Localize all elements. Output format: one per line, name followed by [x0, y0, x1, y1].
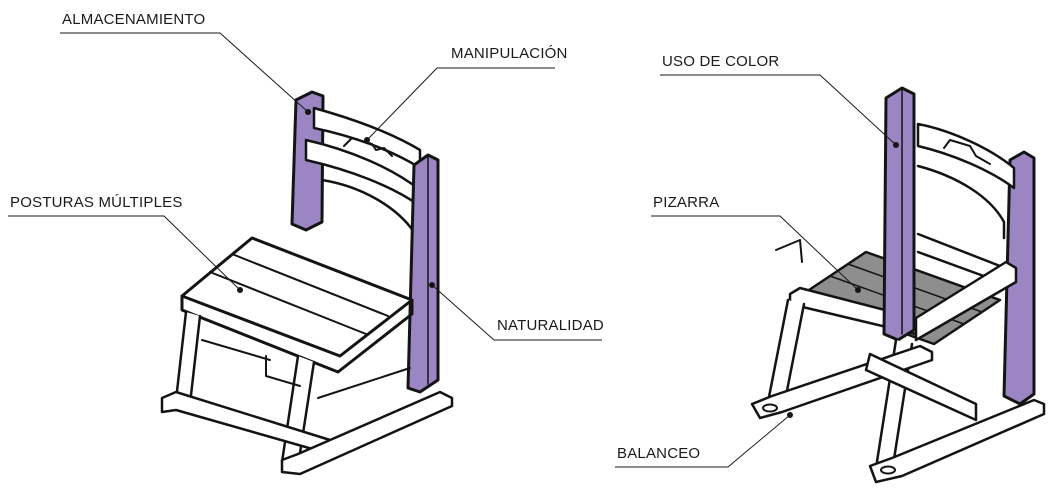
left-chair-front-left-leg [174, 310, 202, 406]
right-chair-back-arch [916, 164, 1006, 240]
right-chair-cross-stretcher [864, 352, 978, 422]
leader-manipulacion [366, 67, 555, 141]
left-chair-seat-plank-2 [231, 253, 389, 317]
right-chair-seat-frame-right [914, 260, 1018, 342]
left-chair-stretcher-b [317, 367, 411, 399]
left-chair-back-arch [320, 178, 416, 234]
left-chair-seat [180, 236, 414, 358]
callout-almacenamiento: ALMACENAMIENTO [60, 11, 311, 115]
right-chair-front-post-purple [882, 86, 916, 342]
label-manipulacion: MANIPULACIÓN [451, 45, 568, 62]
right-chair-right-rocker [868, 398, 1046, 484]
right-chair-front-brace [775, 239, 803, 263]
right-chair-top-rail [916, 122, 1016, 190]
leader-dot-almacenamiento [305, 109, 311, 115]
left-chair-seat-thickness [180, 294, 414, 374]
leader-uso-de-color [660, 74, 897, 146]
leader-dot-uso-de-color [893, 142, 899, 148]
callout-posturas-multiples: POSTURAS MÚLTIPLES [8, 194, 243, 293]
leader-dot-naturalidad [429, 282, 435, 288]
callout-naturalidad: NATURALIDAD [429, 282, 604, 341]
label-balanceo: BALANCEO [617, 445, 700, 462]
leader-naturalidad [431, 284, 602, 341]
leader-posturas-multiples [8, 215, 241, 291]
label-pizarra: PIZARRA [653, 194, 719, 211]
label-almacenamiento: ALMACENAMIENTO [62, 11, 205, 28]
left-chair-top-rail-notch [343, 137, 393, 157]
leader-pizarra [651, 215, 859, 291]
left-chair-seat-plank-1 [209, 271, 367, 335]
left-chair-illustration [160, 90, 454, 476]
right-chair-rocker-hole-left [762, 403, 778, 413]
left-chair-front-post-purple [406, 153, 440, 394]
callout-manipulacion: MANIPULACIÓN [364, 45, 568, 143]
leader-balanceo [615, 414, 791, 468]
label-uso-de-color: USO DE COLOR [662, 53, 779, 70]
callout-pizarra: PIZARRA [651, 194, 861, 293]
right-chair-illustration [750, 86, 1046, 484]
leader-almacenamiento [60, 32, 309, 113]
right-chair-rear-post-purple [1002, 150, 1036, 406]
callout-uso-de-color: USO DE COLOR [660, 53, 899, 148]
right-chair-rocker-hole-right [880, 465, 896, 475]
callout-balanceo: BALANCEO [615, 412, 793, 468]
leader-dot-posturas-multiples [237, 287, 243, 293]
leader-dot-pizarra [855, 287, 861, 293]
label-naturalidad: NATURALIDAD [497, 317, 604, 334]
left-chair-right-rocker [280, 390, 454, 476]
label-posturas-multiples: POSTURAS MÚLTIPLES [10, 194, 183, 211]
left-chair-stretcher-c [265, 355, 301, 387]
leader-dot-balanceo [787, 412, 793, 418]
right-chair-top-rail-notch [943, 139, 991, 165]
left-chair-stretcher-a [201, 339, 271, 361]
leader-dot-manipulacion [364, 137, 370, 143]
